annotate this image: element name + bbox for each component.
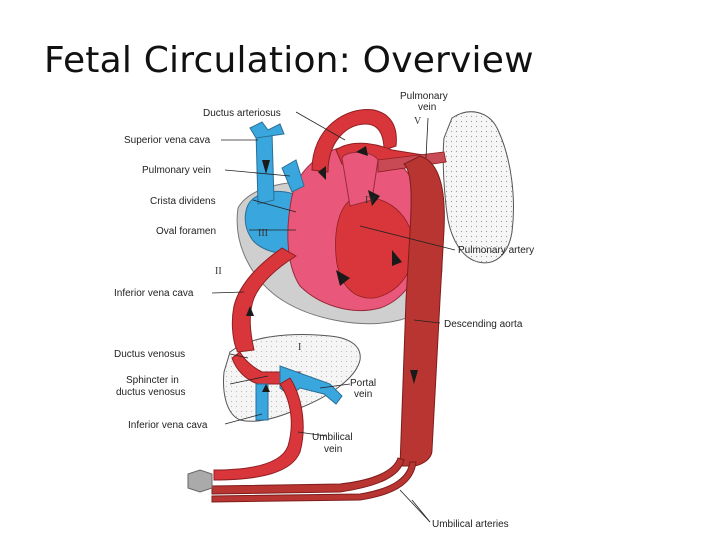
- label-sphincter-1: Sphincter in: [126, 375, 179, 386]
- label-portal-vein-2: vein: [354, 389, 372, 400]
- label-descending-aorta: Descending aorta: [444, 319, 523, 330]
- label-oval-foramen: Oval foramen: [156, 226, 216, 237]
- label-portal-vein-1: Portal: [350, 378, 376, 389]
- inferior-vena-cava-blue: [255, 383, 269, 421]
- lung-texture: [443, 111, 514, 263]
- svc-branches: [249, 121, 285, 139]
- label-pulmonary-artery: Pulmonary artery: [458, 245, 534, 256]
- inferior-vena-cava-red: [231, 247, 297, 353]
- label-umbilical-arteries: Umbilical arteries: [432, 519, 509, 530]
- label-umbilical-vein-1: Umbilical: [312, 432, 353, 443]
- umbilical-cord-arrow: [187, 469, 213, 493]
- label-sphincter-2: ductus venosus: [116, 387, 186, 398]
- numeral-iii: III: [258, 228, 268, 239]
- numeral-i: I: [298, 342, 301, 353]
- flow-arrows: [246, 146, 418, 392]
- label-pulmonary-vein-left: Pulmonary vein: [142, 165, 211, 176]
- pulmonary-vein-left: [281, 159, 305, 193]
- descending-aorta: [399, 155, 445, 467]
- label-superior-vena-cava: Superior vena cava: [124, 135, 211, 146]
- label-inferior-vena-cava-upper: Inferior vena cava: [114, 288, 194, 299]
- slide-title: Fetal Circulation: Overview: [44, 40, 534, 81]
- label-ductus-venosus: Ductus venosus: [114, 349, 185, 360]
- label-umbilical-vein-2: vein: [324, 444, 342, 455]
- label-inferior-vena-cava-lower: Inferior vena cava: [128, 420, 208, 431]
- label-pulmonary-vein-top-2: vein: [418, 102, 436, 113]
- left-ventricle: [335, 197, 415, 299]
- label-crista-dividens: Crista dividens: [150, 196, 216, 207]
- umbilical-vein-vessel: [213, 377, 304, 481]
- label-pulmonary-vein-top-1: Pulmonary: [400, 91, 448, 102]
- numeral-iv: IV: [365, 195, 376, 206]
- numeral-ii: II: [215, 266, 222, 277]
- umbilical-artery-2: [211, 461, 417, 503]
- leader-lines: [211, 111, 456, 523]
- label-ductus-arteriosus: Ductus arteriosus: [203, 108, 281, 119]
- aortic-arch: [311, 109, 397, 173]
- numeral-v: V: [414, 116, 422, 127]
